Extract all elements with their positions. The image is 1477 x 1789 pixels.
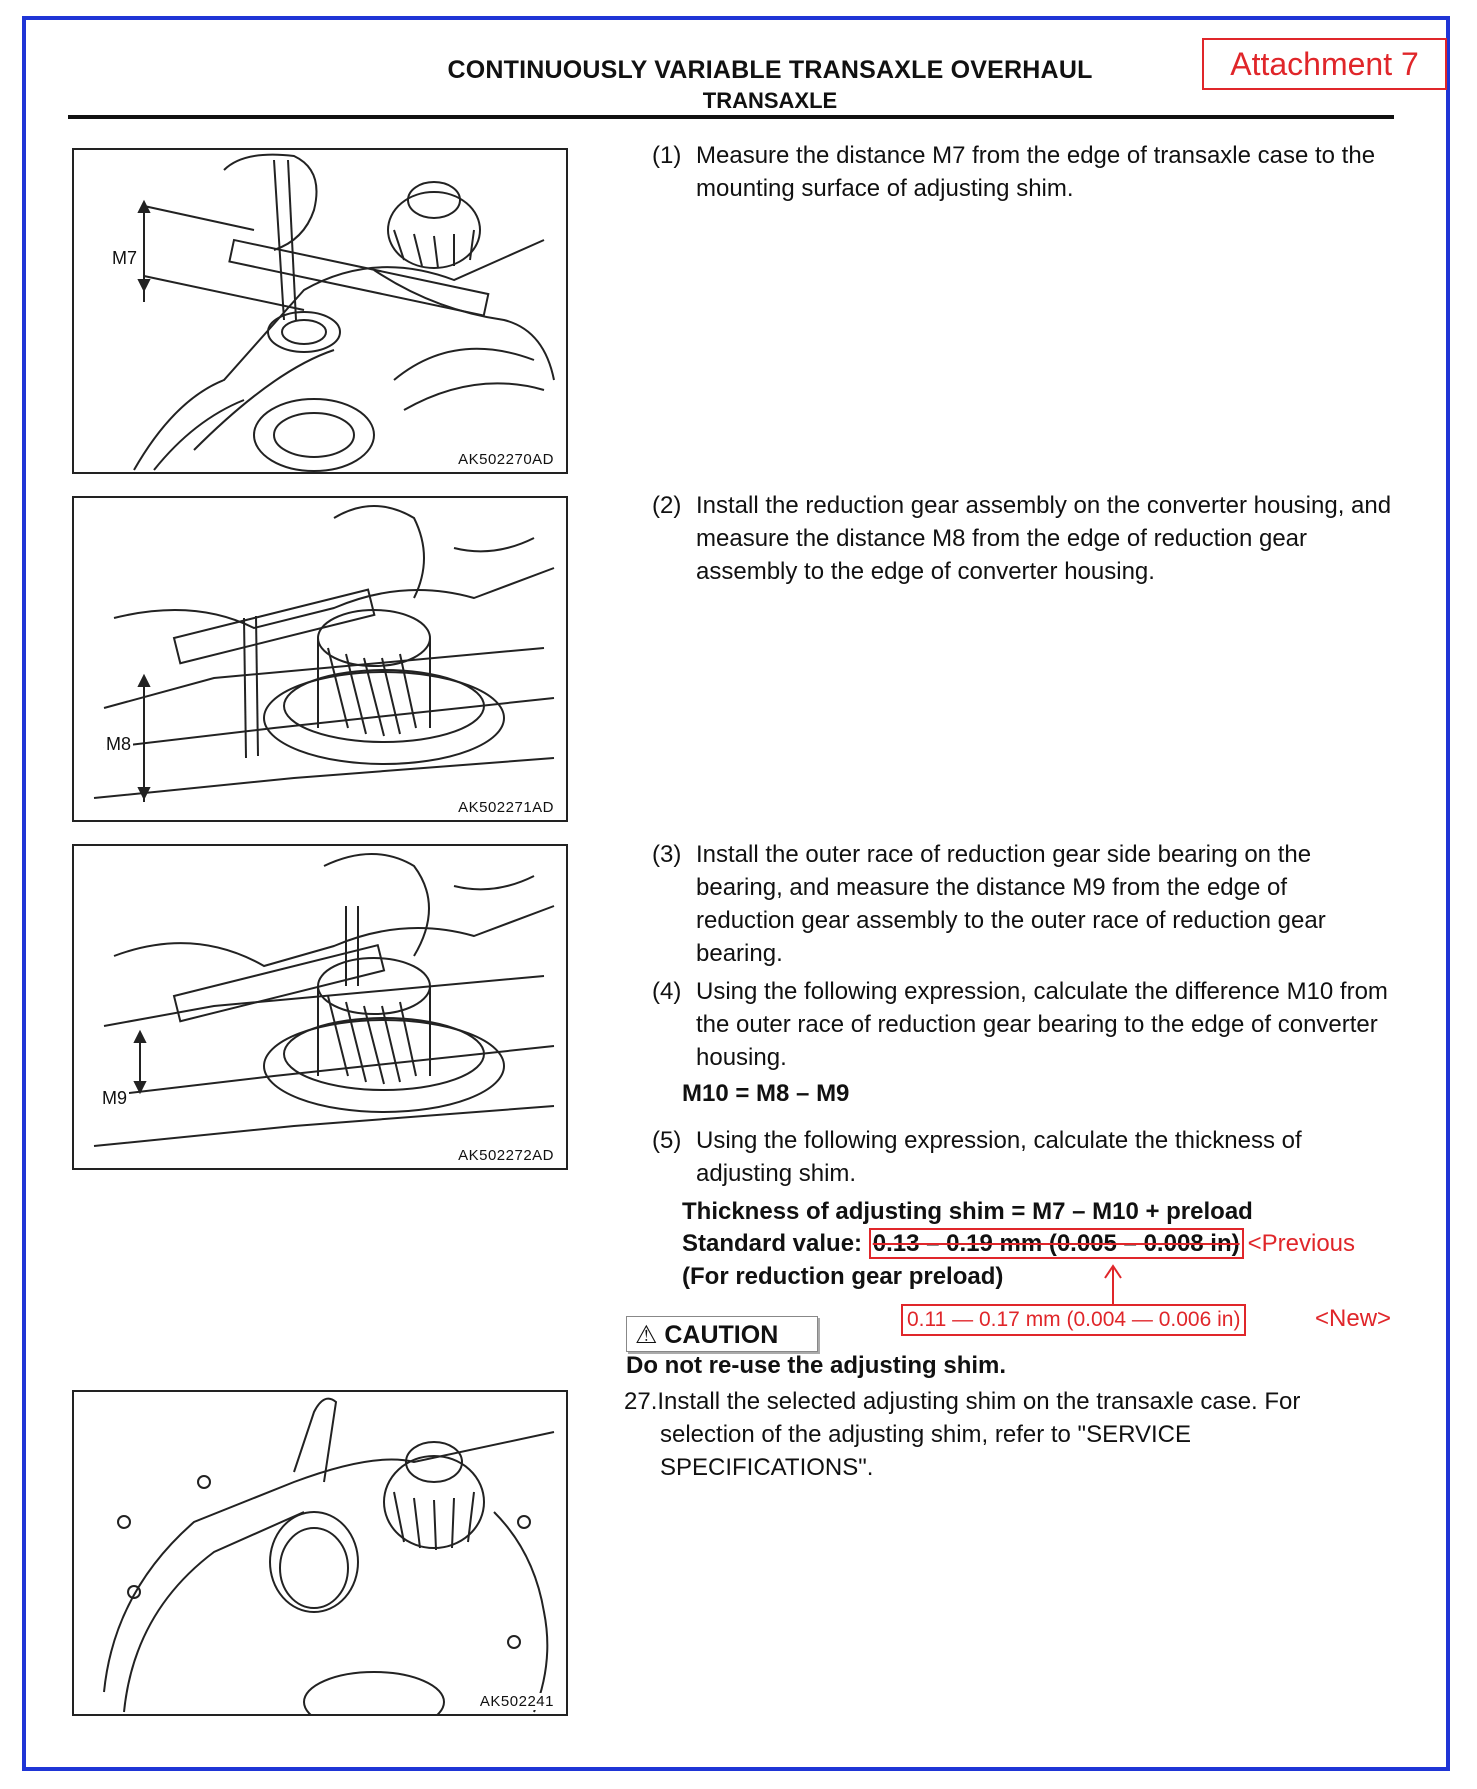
page-frame (22, 16, 1450, 1771)
step-text: Measure the distance M7 from the edge of… (696, 142, 1376, 202)
step-text: Install the reduction gear assembly on t… (696, 492, 1392, 585)
warning-triangle-icon: ⚠ (635, 1321, 658, 1349)
step-number: 27. (624, 1388, 658, 1415)
figure-shim-install: AK502241 (72, 1390, 568, 1716)
step-text: Install the outer race of reduction gear… (696, 841, 1326, 967)
header-divider (68, 115, 1394, 119)
step-text: Using the following expression, calculat… (696, 1127, 1302, 1187)
m8-label: M8 (104, 734, 134, 755)
new-value: 0.11 — 0.17 mm (0.004 — 0.006 in) (901, 1304, 1247, 1336)
figure-id: AK502272AD (456, 1147, 556, 1164)
previous-value: 0.13 – 0.19 mm (0.005 – 0.008 in) (868, 1228, 1244, 1259)
correction-arrow-icon (1104, 1264, 1122, 1306)
reduction-gear-illustration (93, 505, 555, 802)
new-tag: <New> (1315, 1305, 1392, 1332)
caution-text: Do not re-use the adjusting shim. (626, 1352, 1007, 1379)
figure-id: AK502270AD (456, 451, 556, 468)
step-3: (3) Install the outer race of reduction … (652, 838, 1392, 970)
step-number: (3) (652, 841, 682, 868)
step-text: Install the selected adjusting shim on t… (657, 1388, 1301, 1481)
step-4: (4) Using the following expression, calc… (652, 975, 1392, 1074)
caution-label: CAUTION (664, 1321, 779, 1349)
attachment-label: Attachment 7 (1202, 38, 1447, 90)
page-subtitle: TRANSAXLE (702, 88, 838, 113)
figure-m7-measurement: M7 AK502270AD (72, 148, 568, 474)
preload-note: (For reduction gear preload) (682, 1263, 1004, 1290)
step-number: (1) (652, 142, 682, 169)
bearing-race-illustration (93, 853, 555, 1147)
case-measurement-illustration (133, 153, 555, 472)
standard-value-label: Standard value: (682, 1230, 863, 1257)
step-27: 27.Install the selected adjusting shim o… (624, 1385, 1384, 1484)
previous-tag: <Previous (1247, 1230, 1356, 1257)
caution-badge: ⚠ CAUTION (626, 1316, 818, 1352)
standard-value-row: Standard value: 0.13 – 0.19 mm (0.005 – … (682, 1228, 1356, 1259)
step-2: (2) Install the reduction gear assembly … (652, 489, 1392, 588)
shim-thickness-formula: Thickness of adjusting shim = M7 – M10 +… (682, 1198, 1253, 1225)
step-number: (4) (652, 978, 682, 1005)
figure-id: AK502271AD (456, 799, 556, 816)
step-text: Using the following expression, calculat… (696, 978, 1388, 1071)
figure-id: AK502241 (477, 1693, 556, 1710)
figure-m9-measurement: M9 AK502272AD (72, 844, 568, 1170)
m9-label: M9 (100, 1088, 130, 1109)
step-number: (5) (652, 1127, 682, 1154)
shim-install-illustration (103, 1397, 555, 1714)
step-1: (1) Measure the distance M7 from the edg… (652, 139, 1392, 205)
m10-formula: M10 = M8 – M9 (682, 1080, 850, 1107)
m7-label: M7 (110, 248, 140, 269)
figure-m8-measurement: M8 AK502271AD (72, 496, 568, 822)
step-number: (2) (652, 492, 682, 519)
page-title: CONTINUOUSLY VARIABLE TRANSAXLE OVERHAUL (447, 56, 1093, 84)
step-5: (5) Using the following expression, calc… (652, 1124, 1392, 1190)
